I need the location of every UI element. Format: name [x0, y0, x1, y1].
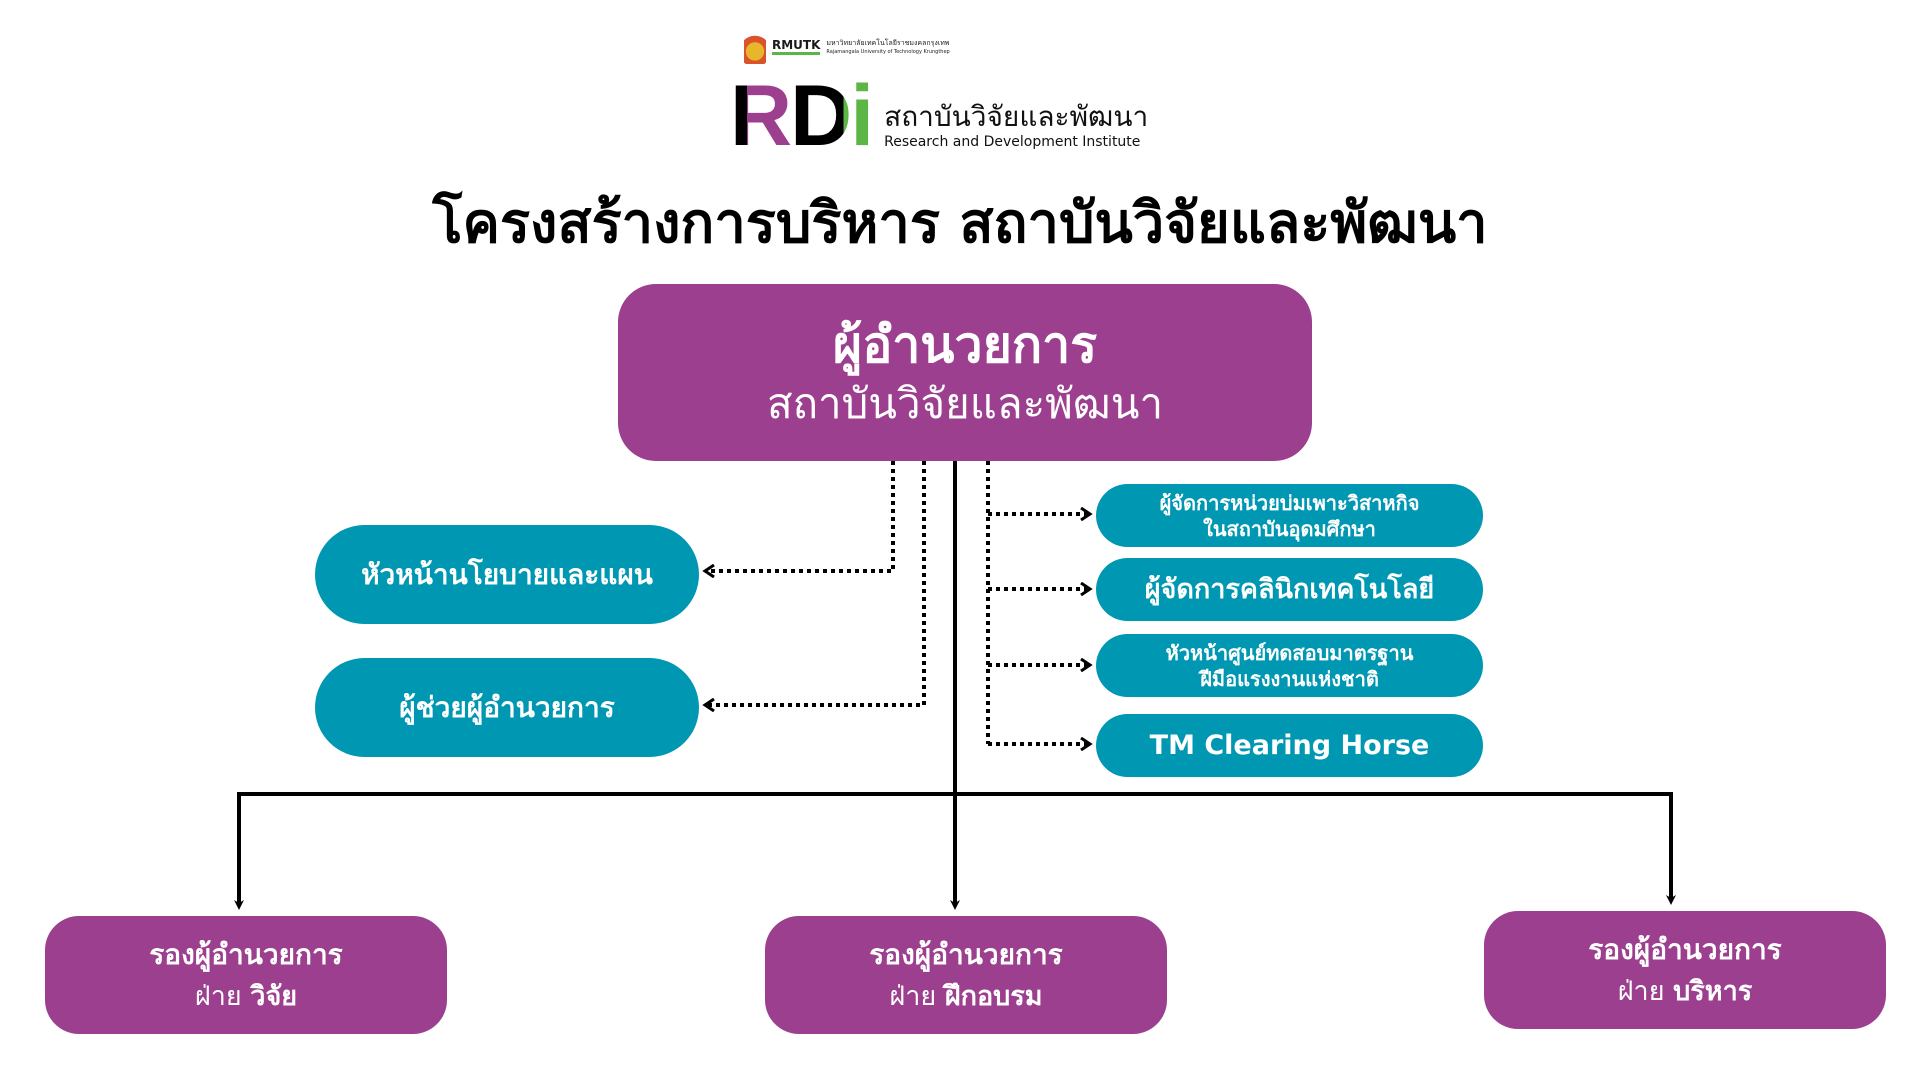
unit-label: หัวหน้านโยบายและแผน	[361, 557, 653, 591]
unit-label-line2: ในสถาบันอุดมศึกษา	[1203, 516, 1376, 541]
unit-label: ผู้จัดการคลินิกเทคโนโลยี	[1144, 573, 1435, 605]
deputy-training-box: รองผู้อำนวยการ ฝ่าย ฝึกอบรม	[765, 916, 1167, 1034]
institute-name-en: Research and Development Institute	[884, 134, 1141, 150]
deputy-title: รองผู้อำนวยการ	[1588, 933, 1782, 966]
deputy-title: รองผู้อำนวยการ	[149, 938, 343, 971]
page-title: โครงสร้างการบริหาร สถาบันวิจัยและพัฒนา	[432, 191, 1488, 256]
skill-standard-center-head-box: หัวหน้าศูนย์ทดสอบมาตรฐาน ฝีมือแรงงานแห่ง…	[1096, 634, 1483, 697]
division-prefix: ฝ่าย	[1617, 976, 1665, 1007]
deputy-administration-box: รองผู้อำนวยการ ฝ่าย บริหาร	[1484, 911, 1886, 1029]
director-title: ผู้อำนวยการ	[832, 315, 1098, 374]
division-name: วิจัย	[250, 981, 298, 1012]
institute-name-th: สถาบันวิจัยและพัฒนา	[884, 100, 1149, 133]
university-seal-icon	[744, 28, 766, 64]
director-box: ผู้อำนวยการ สถาบันวิจัยและพัฒนา	[618, 284, 1312, 461]
unit-label: TM Clearing Horse	[1149, 729, 1430, 761]
tech-clinic-manager-box: ผู้จัดการคลินิกเทคโนโลยี	[1096, 558, 1483, 621]
deputy-research-box: รองผู้อำนวยการ ฝ่าย วิจัย	[45, 916, 447, 1034]
university-logo: RMUTK มหาวิทยาลัยเทคโนโลยีราชมงคลกรุงเทพ…	[744, 26, 950, 66]
institute-logo: RDi สถาบันวิจัยและพัฒนา Research and Dev…	[730, 68, 1149, 164]
director-subtitle: สถาบันวิจัยและพัฒนา	[766, 378, 1164, 428]
university-name-th: มหาวิทยาลัยเทคโนโลยีราชมงคลกรุงเทพ	[826, 38, 950, 47]
incubator-manager-box: ผู้จัดการหน่วยบ่มเพาะวิสาหกิจ ในสถาบันอุ…	[1096, 484, 1483, 547]
unit-label-line2: ฝีมือแรงงานแห่งชาติ	[1200, 666, 1379, 691]
division-name: บริหาร	[1673, 976, 1753, 1007]
university-name-en: Rajamangala University of Technology Kru…	[826, 48, 950, 55]
rdi-logo-mark: RDi	[730, 68, 874, 164]
solid-connectors	[234, 461, 1676, 910]
rdi-logo-text: RDi	[730, 68, 874, 164]
division-prefix: ฝ่าย	[889, 981, 937, 1012]
deputy-title: รองผู้อำนวยการ	[869, 938, 1063, 971]
tm-clearing-house-box: TM Clearing Horse	[1096, 714, 1483, 777]
university-abbr: RMUTK	[772, 38, 821, 55]
unit-label-line1: ผู้จัดการหน่วยบ่มเพาะวิสาหกิจ	[1159, 490, 1420, 515]
policy-plan-head-box: หัวหน้านโยบายและแผน	[315, 525, 699, 624]
unit-label: ผู้ช่วยผู้อำนวยการ	[399, 690, 615, 724]
unit-label-line1: หัวหน้าศูนย์ทดสอบมาตรฐาน	[1165, 640, 1414, 665]
division-prefix: ฝ่าย	[194, 981, 242, 1012]
assistant-director-box: ผู้ช่วยผู้อำนวยการ	[315, 658, 699, 757]
dotted-connectors	[705, 461, 1090, 744]
division-name: ฝึกอบรม	[944, 981, 1043, 1012]
